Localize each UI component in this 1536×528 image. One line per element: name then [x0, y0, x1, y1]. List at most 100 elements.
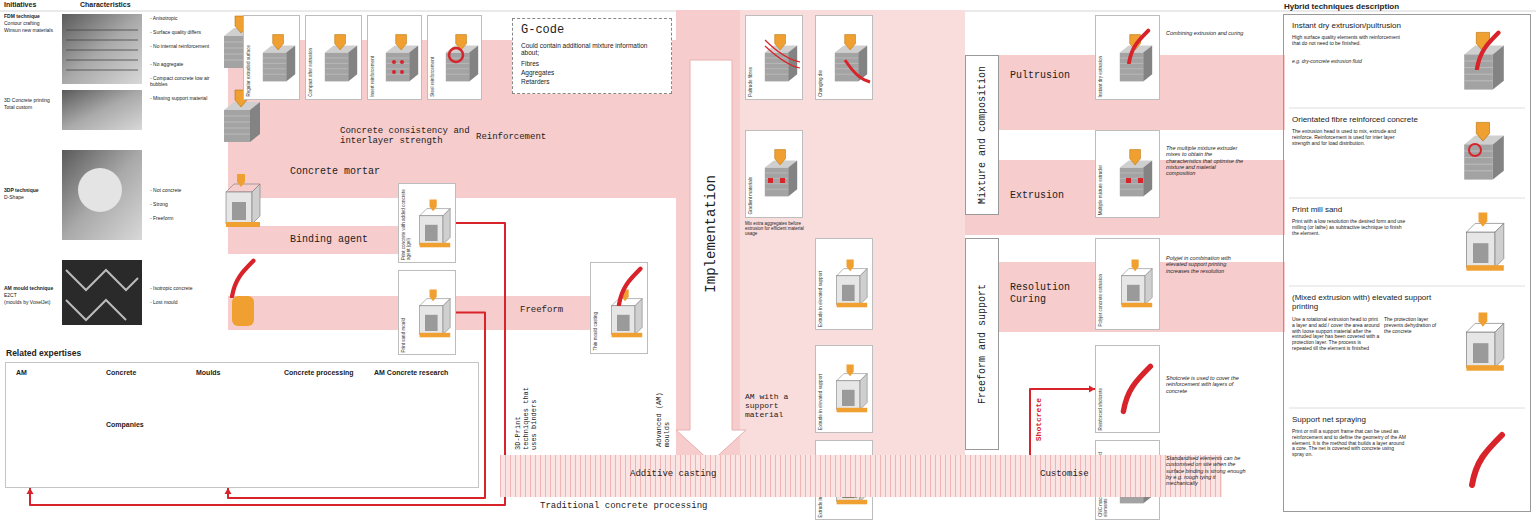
drawing-part [835, 35, 867, 82]
drawing-part [765, 35, 797, 82]
node-text: Compact after extrusion [308, 48, 313, 97]
label-text: - No aggregate [150, 62, 212, 68]
label-text: Concrete consistency and interlayer stre… [340, 126, 472, 147]
drawing-part [1464, 32, 1504, 89]
drawing-part [815, 238, 873, 330]
box-grounds [243, 15, 1160, 520]
connector [1030, 386, 1095, 456]
node-text: Print mill sand [1292, 205, 1452, 214]
drawing-part [1472, 435, 1502, 485]
technique-box: Gradient materials [745, 130, 803, 218]
implementation-arrow [676, 60, 746, 462]
label-text: - Anisotropic [150, 16, 212, 22]
label-text: Implementation [703, 175, 719, 293]
drawing-part [1122, 260, 1153, 308]
drawing-part [845, 60, 870, 82]
technique-box: Insert reinforcement [367, 15, 422, 100]
label-text: - Isotropic concrete [150, 286, 212, 292]
node-text: The protection layer prevents dehydratio… [1384, 317, 1444, 334]
initiative-photos [62, 14, 142, 325]
technique-box: Multiple mixture extruder [1095, 130, 1160, 218]
drawing-part [398, 270, 456, 355]
drawing-part [392, 70, 396, 74]
drawing-part [1289, 108, 1525, 408]
node-text: Pultrude fibres [748, 67, 753, 97]
label-text: AM mould technique [4, 286, 53, 292]
description-panel: Hybrid techniques descriptionInstant dry… [1283, 14, 1531, 512]
drawing-part [78, 168, 122, 212]
node-text: Concrete [106, 369, 136, 377]
drawing-part [837, 260, 868, 308]
drawing-part [66, 270, 138, 320]
drawing-part [398, 183, 456, 263]
label-text: Total custom [4, 105, 32, 111]
drawing-part [420, 200, 451, 248]
label-text: Advanced (AM) moulds [655, 372, 671, 447]
label-text: - Lost mould [150, 300, 212, 306]
node-text: Print or mill a support frame that can b… [1292, 429, 1407, 458]
expertise-panel: Related expertisesAMConcreteMouldsConcre… [5, 362, 479, 488]
node-text: G-code [521, 24, 564, 38]
node-text: Support net spraying [1292, 415, 1452, 424]
node-text: AM [16, 369, 27, 377]
drawing-part [815, 15, 873, 100]
category-box: Mixture and composition [965, 55, 999, 215]
node-text: Insert reinforcement [370, 56, 375, 97]
label-text: Initiatives [4, 1, 36, 9]
technique-box: Instant dry extrusion [1095, 15, 1160, 100]
connector [225, 313, 486, 499]
drawing-part [420, 290, 451, 338]
hybrid-pictures [1289, 32, 1525, 485]
arrowhead [225, 488, 232, 494]
node-text: Instant dry extrusion [1098, 56, 1103, 97]
label-text: - Not concrete [150, 188, 212, 194]
drawing-part [1095, 238, 1160, 330]
node-text: Regular extruded surface [246, 45, 251, 97]
technique-box: Print concrete with added concrete agent… [398, 183, 456, 263]
label-text: Concrete mortar [290, 166, 380, 178]
node-text: Instant dry extrusion/pultrusion [1292, 21, 1452, 30]
connector [27, 223, 506, 505]
drawing-part [590, 262, 648, 354]
node-text: Reinforced shotcrete [1098, 388, 1103, 430]
drawing-part [1123, 366, 1150, 411]
node-text: (Mixed extrusion with) elevated support … [1292, 293, 1457, 311]
drawing-part [745, 15, 803, 100]
label-text: Contour crafting [4, 21, 40, 27]
drawing-part [386, 35, 418, 82]
drawing-part [1095, 345, 1160, 433]
drawing-part [263, 35, 295, 82]
node-text: Companies [106, 421, 144, 429]
drawing-part [325, 35, 357, 82]
node-text: Could contain additional mixture informa… [521, 42, 666, 57]
node-text: Print with a low resolution the desired … [1292, 219, 1407, 236]
drawing-part [1466, 312, 1503, 370]
node-text: Additive casting [630, 469, 716, 479]
drawing-part [1126, 178, 1131, 183]
label-text: - No internal reinforcement [150, 44, 212, 50]
node-text: High surface quality elements with reinf… [1292, 35, 1407, 47]
drawing-part [232, 261, 253, 297]
drawing-part [400, 70, 404, 74]
label-text: - Strong [150, 202, 212, 208]
drawing-part [1469, 144, 1481, 156]
node-text: Steel reinforcement [430, 57, 435, 97]
drawing-part [1120, 150, 1152, 197]
drawing-part [66, 30, 138, 70]
node-text: Fibres [521, 60, 539, 67]
node-text: Retarders [521, 78, 550, 85]
connector-label: Shotcrete [1034, 398, 1043, 441]
technique-box: Print sand mould [398, 270, 456, 355]
label-text: FDM technique [4, 14, 40, 20]
node-text: Extrude in elevated support [818, 374, 823, 430]
label-text: - Surface quality differs [150, 30, 212, 36]
label-text: Resolution Curing [1010, 282, 1080, 305]
drawing-part [1464, 122, 1504, 179]
process-band: Additive castingCustomiseTraditional con… [500, 455, 1222, 497]
drawing-part [1095, 130, 1160, 218]
drawing-part [62, 260, 142, 325]
drawing-part [765, 40, 800, 68]
node-text: Extrude in elevated support [818, 271, 823, 327]
drawing-part [745, 130, 803, 218]
